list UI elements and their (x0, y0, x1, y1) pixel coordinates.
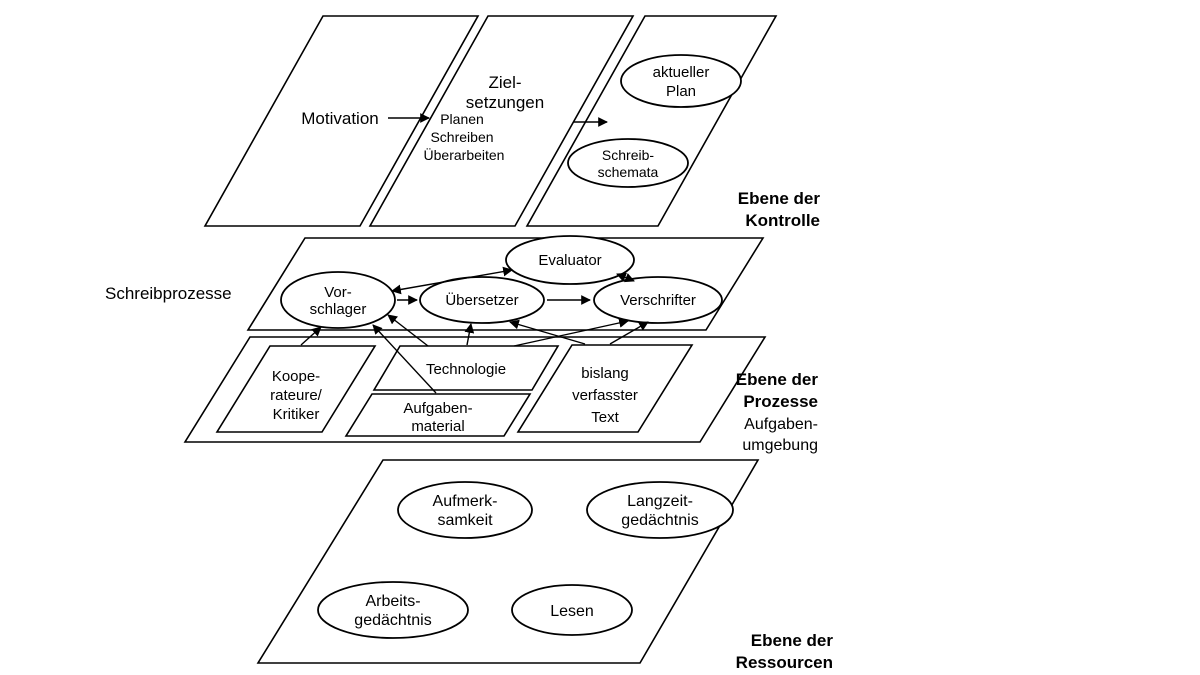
aufmerksamkeit-label-line2: samkeit (437, 512, 493, 529)
aktueller-plan-label-line2: Plan (666, 83, 696, 100)
zielsetzungen-label-line1: Ziel- (488, 73, 521, 92)
kooperateure-label-line2: rateure/ (270, 387, 323, 404)
schreibprozesse-side-label: Schreibprozesse (105, 284, 232, 303)
zielsetzungen-item-planen: Planen (440, 111, 484, 127)
level-ressourcen-label-line2: Ressourcen (736, 653, 833, 672)
arrow-text-to-uebersetzer (509, 319, 586, 345)
level-kontrolle-label-line2: Kontrolle (745, 211, 820, 230)
vorschlager-label-line1: Vor- (324, 284, 352, 301)
verfasster-text-label-line1: bislang (581, 365, 629, 382)
level-prozesse-label-line1: Ebene der (736, 370, 819, 389)
kooperateure-box (215, 345, 377, 433)
level-prozesse-label-line2: Prozesse (743, 392, 818, 411)
arbeitsgedaechtnis-ellipse (317, 581, 469, 639)
lesen-ellipse (511, 584, 633, 636)
zielsetzungen-label-line2: setzungen (466, 93, 544, 112)
aufmerksamkeit-ellipse (397, 481, 533, 539)
aktueller-plan-label-line1: aktueller (653, 64, 710, 81)
vorschlager-label-line2: schlager (310, 301, 367, 318)
schreibschemata-label-line2: schemata (598, 164, 659, 180)
zielsetzungen-panel (368, 15, 635, 227)
arrow-aufgabenmaterial-to-vorschlager (372, 324, 437, 394)
langzeitgedaechtnis-ellipse (586, 481, 734, 539)
arrow-technologie-to-verschrifter (513, 318, 629, 347)
uebersetzer-label: Übersetzer (445, 291, 518, 309)
zielsetzungen-item-schreiben: Schreiben (430, 129, 493, 145)
langzeitgedaechtnis-label-line2: gedächtnis (621, 512, 698, 529)
verschrifter-label: Verschrifter (620, 292, 696, 309)
vorschlager-ellipse (280, 271, 396, 329)
aufgabenumgebung-label-line2: umgebung (742, 437, 818, 454)
zielsetzungen-item-ueberarbeiten: Überarbeiten (424, 146, 505, 163)
arrow-evaluator-verschrifter (616, 272, 635, 283)
arrow-evaluator-vorschlager (391, 266, 513, 295)
evaluator-label: Evaluator (538, 252, 601, 269)
level-ressourcen-label-line1: Ebene der (751, 631, 834, 650)
arrow-technologie-to-vorschlager (387, 314, 429, 347)
arbeitsgedaechtnis-label-line2: gedächtnis (354, 612, 431, 629)
aufmerksamkeit-label-line1: Aufmerk- (433, 493, 498, 510)
arrow-technologie-to-uebersetzer (464, 323, 475, 346)
evaluator-ellipse (505, 235, 635, 285)
verfasster-text-label-line3: Text (591, 409, 619, 426)
aufgabenmaterial-label-line2: material (411, 418, 464, 435)
aktueller-plan-ellipse (620, 54, 742, 108)
motivation-label: Motivation (301, 109, 378, 128)
verschrifter-ellipse (593, 276, 723, 324)
schreibschemata-label-line1: Schreib- (602, 147, 654, 163)
kooperateure-label-line3: Kritiker (273, 406, 320, 423)
arrow-text-to-verschrifter (609, 321, 649, 345)
level-kontrolle-label-line1: Ebene der (738, 189, 821, 208)
aufgabenmaterial-box (344, 393, 532, 437)
kooperateure-label-line1: Koope- (272, 368, 320, 385)
arrow-kooperateure-to-vorschlager (300, 326, 322, 346)
verfasster-text-box (516, 344, 694, 433)
aufgabenumgebung-label-line1: Aufgaben- (744, 416, 818, 433)
arbeitsgedaechtnis-label-line1: Arbeits- (365, 593, 420, 610)
schreibschemata-ellipse (567, 138, 689, 188)
motivation-panel (203, 15, 480, 227)
lesen-label: Lesen (550, 603, 594, 620)
technologie-box (372, 345, 560, 391)
technologie-label: Technologie (426, 361, 506, 378)
verfasster-text-label-line2: verfasster (572, 387, 638, 404)
langzeitgedaechtnis-label-line1: Langzeit- (627, 493, 693, 510)
aufgabenmaterial-label-line1: Aufgaben- (403, 400, 472, 417)
